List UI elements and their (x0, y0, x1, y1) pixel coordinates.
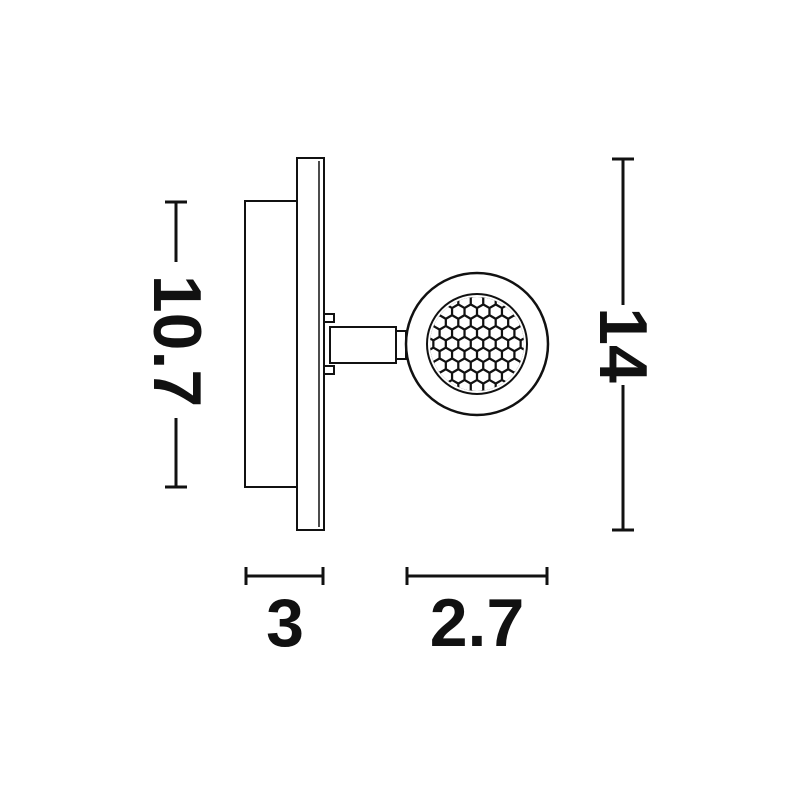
honeycomb-cell (453, 327, 464, 340)
honeycomb-cell (484, 316, 495, 329)
honeycomb-cell (453, 370, 464, 383)
honeycomb-cell (509, 316, 520, 329)
honeycomb-cell (465, 327, 476, 340)
honeycomb-cell (446, 338, 458, 350)
honeycomb-cell (471, 316, 483, 329)
honeycomb-cell (490, 327, 501, 340)
honeycomb-cell (490, 370, 501, 383)
spot-head (404, 271, 550, 417)
arm-clip-top (323, 313, 335, 323)
honeycomb-cell (496, 338, 508, 350)
body-box (244, 200, 298, 488)
honeycomb-cell (465, 370, 476, 383)
honeycomb-cell (503, 327, 514, 340)
honeycomb-cell (434, 359, 445, 372)
honeycomb-cell (478, 305, 489, 318)
honeycomb-cell (459, 316, 470, 329)
arm-clip-bottom (323, 365, 335, 375)
honeycomb-cell (446, 316, 458, 329)
honeycomb-cell (465, 305, 476, 318)
honeycomb-cell (490, 348, 501, 361)
honeycomb-cell (478, 327, 489, 340)
honeycomb-cell (471, 338, 483, 350)
honeycomb-cell (484, 338, 495, 350)
honeycomb-cell (459, 359, 470, 372)
honeycomb-cell (459, 338, 470, 350)
dimension-depth-head (405, 567, 549, 585)
honeycomb-cell (434, 338, 445, 350)
arm (323, 313, 407, 375)
honeycomb-cell (496, 316, 508, 329)
honeycomb-cell (440, 348, 451, 361)
honeycomb-cell (434, 316, 445, 329)
dimension-height-base (165, 200, 187, 489)
arm-joint (395, 330, 407, 360)
dim-label-14: 14 (585, 307, 661, 383)
honeycomb-cell (509, 338, 520, 350)
honeycomb-cell (490, 305, 501, 318)
honeycomb-cell (465, 348, 476, 361)
honeycomb-cell (471, 359, 483, 372)
spot-lens-frame (426, 293, 528, 395)
fixture-body (244, 157, 325, 531)
honeycomb-cell (440, 327, 451, 340)
honeycomb-cell (453, 305, 464, 318)
honeycomb-cell (509, 359, 520, 372)
dim-label-10-7: 10.7 (139, 275, 215, 407)
honeycomb-cell (478, 348, 489, 361)
honeycomb-cell (453, 348, 464, 361)
honeycomb-cell (496, 359, 508, 372)
dim-label-3: 3 (266, 585, 304, 661)
dimension-height-total (612, 157, 634, 532)
honeycomb-cell (446, 359, 458, 372)
honeycomb-cell (478, 370, 489, 383)
arm-tube (329, 326, 397, 364)
honeycomb-cell (503, 348, 514, 361)
spot-outer-ring (404, 271, 550, 417)
dim-label-2-7: 2.7 (430, 585, 525, 661)
dimension-depth-base (244, 567, 325, 585)
honeycomb-cell (471, 381, 483, 391)
mount-plate (296, 157, 325, 531)
honeycomb-cell (471, 297, 483, 307)
honeycomb-cell (484, 359, 495, 372)
